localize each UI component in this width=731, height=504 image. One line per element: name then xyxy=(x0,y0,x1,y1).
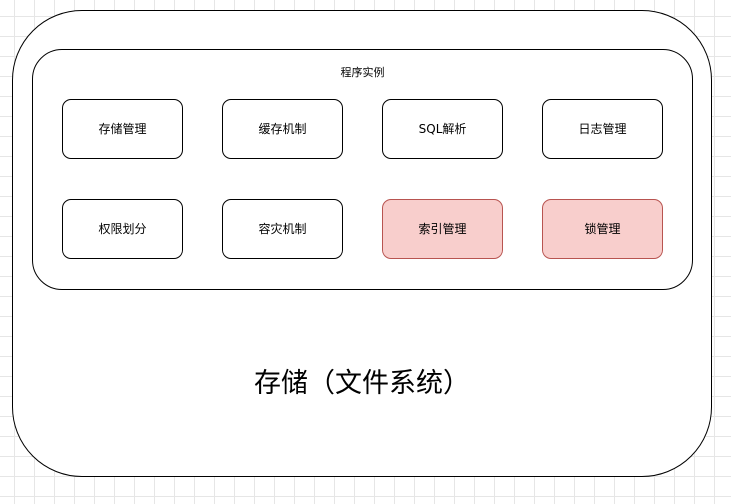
module-index-management[interactable]: 索引管理 xyxy=(382,199,503,259)
module-cache-mechanism[interactable]: 缓存机制 xyxy=(222,99,343,159)
program-instance-label: 程序实例 xyxy=(340,66,385,79)
module-permission-division[interactable]: 权限划分 xyxy=(62,199,183,259)
module-storage-management[interactable]: 存储管理 xyxy=(62,99,183,159)
module-disaster-recovery[interactable]: 容灾机制 xyxy=(222,199,343,259)
module-sql-parsing[interactable]: SQL解析 xyxy=(382,99,503,159)
module-lock-management[interactable]: 锁管理 xyxy=(542,199,663,259)
module-log-management[interactable]: 日志管理 xyxy=(542,99,663,159)
storage-filesystem-label: 存储（文件系统） xyxy=(254,368,470,399)
program-instance-title-area: 程序实例 xyxy=(32,0,693,100)
